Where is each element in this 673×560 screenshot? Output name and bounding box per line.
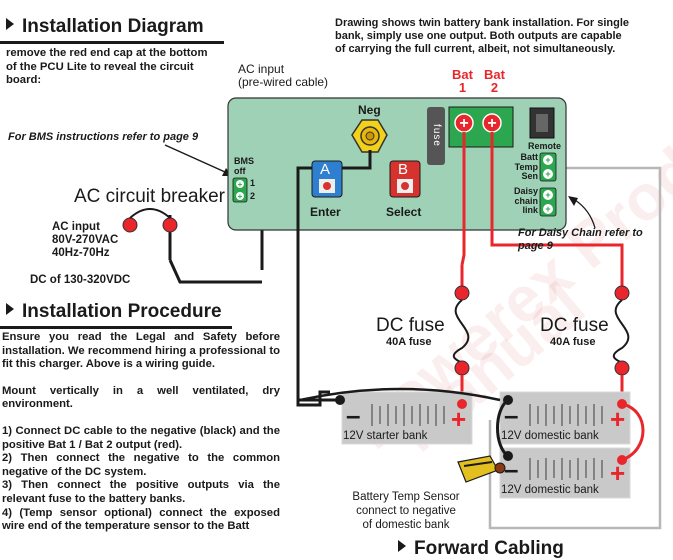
bat1-positive-cable xyxy=(460,132,466,266)
procedure-text: Ensure you read the Legal and Safety bef… xyxy=(2,331,280,534)
fuse1-rating: 40A fuse xyxy=(386,336,432,348)
svg-text:+: + xyxy=(238,180,243,189)
fuse2-title: DC fuse xyxy=(540,315,609,336)
triangle-bullet-icon xyxy=(6,18,14,30)
fuse1-bottom-cap xyxy=(454,360,470,376)
svg-text:+: + xyxy=(545,155,550,165)
breaker-terminal-right xyxy=(162,217,178,233)
daisy-pointer-line xyxy=(574,199,596,229)
domestic-pos-link xyxy=(621,402,645,462)
breaker-switch-arc xyxy=(129,208,171,219)
svg-text:+: + xyxy=(545,169,550,179)
svg-text:+: + xyxy=(238,192,243,201)
battery-domestic-2-label: 12V domestic bank xyxy=(501,484,599,496)
battery-domestic-1-label: 12V domestic bank xyxy=(501,430,599,442)
bms-2-label: 2 xyxy=(250,191,256,201)
battery-domestic-1 xyxy=(499,391,631,445)
fuse1-title: DC fuse xyxy=(376,315,445,336)
enter-label: Enter xyxy=(310,205,341,219)
svg-text:+: + xyxy=(545,204,550,214)
ac-cable-join xyxy=(168,259,262,284)
fuse1-top-cap xyxy=(454,285,470,301)
button-a-letter[interactable]: A xyxy=(320,161,331,178)
button-b-letter[interactable]: B xyxy=(398,161,409,178)
ac-circuit-breaker-label: AC circuit breaker xyxy=(74,186,225,207)
minus-icon: – xyxy=(504,400,518,430)
bms-note: For BMS instructions refer to page 9 xyxy=(8,131,199,143)
svg-text:+: + xyxy=(487,115,496,132)
remote-label: Remote xyxy=(528,141,562,151)
minus-icon: – xyxy=(504,454,518,484)
procedure-step: 2) Then connect the negative to the comm… xyxy=(2,452,280,478)
bms-pointer-line xyxy=(164,144,226,173)
starter-to-domestic-neg xyxy=(299,387,501,402)
fuse2-body xyxy=(613,299,630,367)
domestic-neg-link xyxy=(496,398,510,458)
procedure-step: 4) (Temp sensor optional) connect the ex… xyxy=(2,506,280,533)
battery-starter xyxy=(341,391,473,445)
fuse2-bottom-cap xyxy=(614,360,630,376)
installation-diagram-heading: Installation Diagram xyxy=(6,16,204,38)
procedure-step: Ensure you read the Legal and Safety bef… xyxy=(2,331,280,371)
breaker-terminal-left xyxy=(122,217,138,233)
heading-underline xyxy=(0,41,224,44)
procedure-step: 1) Connect DC cable to the negative (bla… xyxy=(2,424,280,451)
fuse1-body xyxy=(453,299,470,367)
fuse-label: fuse xyxy=(430,124,442,147)
fuse2-rating: 40A fuse xyxy=(550,336,596,348)
ac-input-top-label: AC input(pre-wired cable) xyxy=(238,62,329,89)
temp-sensor-clip xyxy=(457,455,499,483)
drawing-note: Drawing shows twin battery bank installa… xyxy=(335,17,629,55)
minus-icon: – xyxy=(346,400,360,430)
svg-text:+: + xyxy=(545,190,550,200)
plus-icon: + xyxy=(610,404,625,434)
battery-cells xyxy=(371,404,603,480)
bms-1-label: 1 xyxy=(250,178,256,188)
pointer-arrowhead-icon xyxy=(568,196,578,206)
bat2-positive-cable xyxy=(490,132,624,290)
fuse-strip xyxy=(427,107,445,165)
neg-label: Neg xyxy=(358,103,381,117)
procedure-step: Mount vertically in a well ventilated, d… xyxy=(2,384,280,411)
triangle-bullet-icon xyxy=(398,540,406,552)
bat-terminal-block xyxy=(448,106,514,148)
battery-starter-label: 12V starter bank xyxy=(343,430,428,442)
fuse2-top-cap xyxy=(614,285,630,301)
heading-underline xyxy=(0,326,232,329)
svg-text:+: + xyxy=(459,115,468,132)
dc-range: DC of 130-320VDC xyxy=(30,274,131,286)
battery-pos-post xyxy=(457,399,467,409)
select-label: Select xyxy=(386,205,422,219)
plus-icon: + xyxy=(610,458,625,488)
temp-sensor-wire xyxy=(488,166,662,530)
procedure-step: 3) Then connect the positive outputs via… xyxy=(2,479,280,505)
common-negative-cable xyxy=(296,390,330,407)
plus-icon: + xyxy=(451,404,466,434)
triangle-bullet-icon xyxy=(6,303,14,315)
installation-procedure-heading: Installation Procedure xyxy=(6,301,222,323)
